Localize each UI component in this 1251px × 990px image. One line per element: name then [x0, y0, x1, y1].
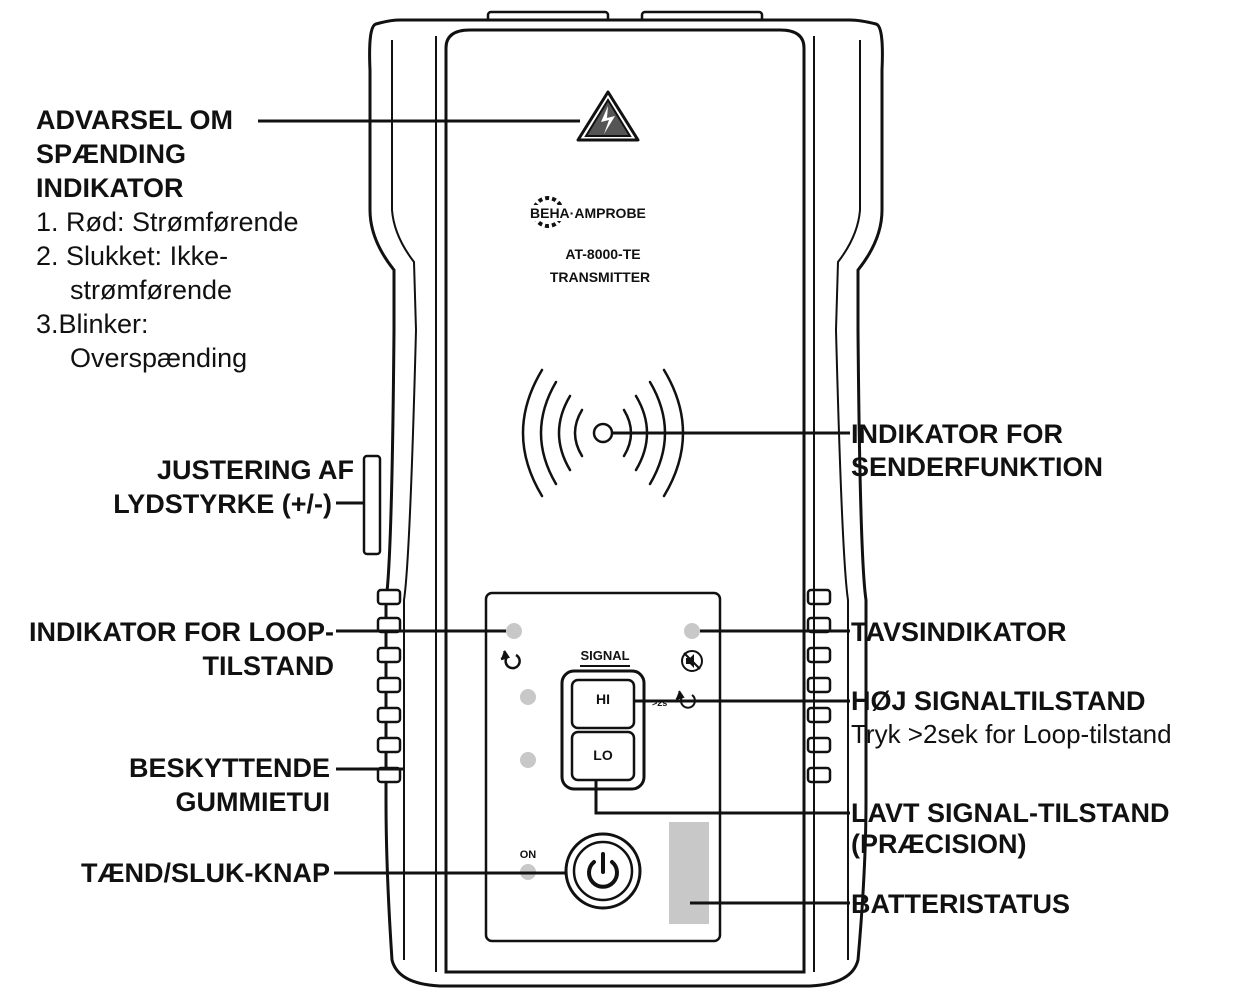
lo-led — [520, 752, 536, 768]
loop-indicator-label-1: INDIKATOR FOR LOOP- — [29, 617, 334, 647]
on-label: ON — [520, 849, 537, 861]
voltage-warning-title-2: SPÆNDING — [36, 139, 187, 169]
low-signal-label-1: LAVT SIGNAL-TILSTAND — [851, 798, 1170, 828]
battery-status-window — [669, 822, 709, 924]
mute-led — [684, 623, 700, 639]
protective-case-label-1: BESKYTTENDE — [128, 753, 330, 783]
voltage-warning-item-3: 3.Blinker: — [36, 309, 149, 339]
voltage-warning-title-3: INDIKATOR — [36, 173, 184, 203]
hi-label: HI — [596, 691, 610, 707]
volume-label-2: LYDSTYRKE (+/-) — [113, 489, 332, 519]
hi-led — [520, 689, 536, 705]
loop-mode-led — [506, 623, 522, 639]
model-text: AT-8000-TE — [565, 246, 640, 262]
hi-button[interactable] — [570, 678, 636, 730]
battery-status-label: BATTERISTATUS — [851, 889, 1070, 919]
voltage-warning-item-2b: strømførende — [70, 275, 233, 305]
volume-label-1: JUSTERING AF — [156, 455, 354, 485]
voltage-warning-title-1: ADVARSEL OM — [36, 105, 234, 135]
loop-icon — [500, 650, 521, 670]
brand-text: BEHA·AMPROBE — [530, 205, 646, 221]
lo-button[interactable] — [570, 730, 636, 782]
hold-hint-text: >2s — [652, 698, 667, 708]
high-signal-hint: Tryk >2sek for Loop-tilstand — [851, 719, 1172, 749]
voltage-warning-item-3b: Overspænding — [70, 343, 248, 373]
mute-icon — [681, 650, 703, 672]
grip-ribs-right — [806, 588, 832, 784]
leader-low-signal — [594, 780, 850, 815]
lo-label: LO — [593, 747, 613, 763]
rubber-boot-inner-right — [834, 40, 861, 960]
rubber-boot-inner-left — [391, 40, 418, 960]
low-signal-label-2: (PRÆCISION) — [851, 829, 1027, 859]
volume-rocker[interactable] — [362, 454, 382, 556]
type-text: TRANSMITTER — [550, 269, 650, 285]
transmit-indicator-label-1: INDIKATOR FOR — [851, 419, 1063, 449]
high-signal-label: HØJ SIGNALTILSTAND — [851, 686, 1146, 716]
power-icon — [587, 852, 619, 889]
protective-case-label-2: GUMMIETUI — [175, 787, 331, 817]
mute-indicator-label: TAVSINDIKATOR — [851, 617, 1067, 647]
loop-indicator-label-2: TILSTAND — [202, 651, 334, 681]
grip-ribs-left — [376, 588, 402, 784]
voltage-warning-icon — [576, 90, 640, 142]
signal-label: SIGNAL — [580, 648, 629, 663]
transmit-indicator-label-2: SENDERFUNKTION — [851, 452, 1104, 482]
voltage-warning-item-1: 1. Rød: Strømførende — [36, 207, 299, 237]
voltage-warning-item-2: 2. Slukket: Ikke- — [36, 241, 229, 271]
power-button-label: TÆND/SLUK-KNAP — [81, 858, 330, 888]
brand-logo — [528, 196, 676, 228]
